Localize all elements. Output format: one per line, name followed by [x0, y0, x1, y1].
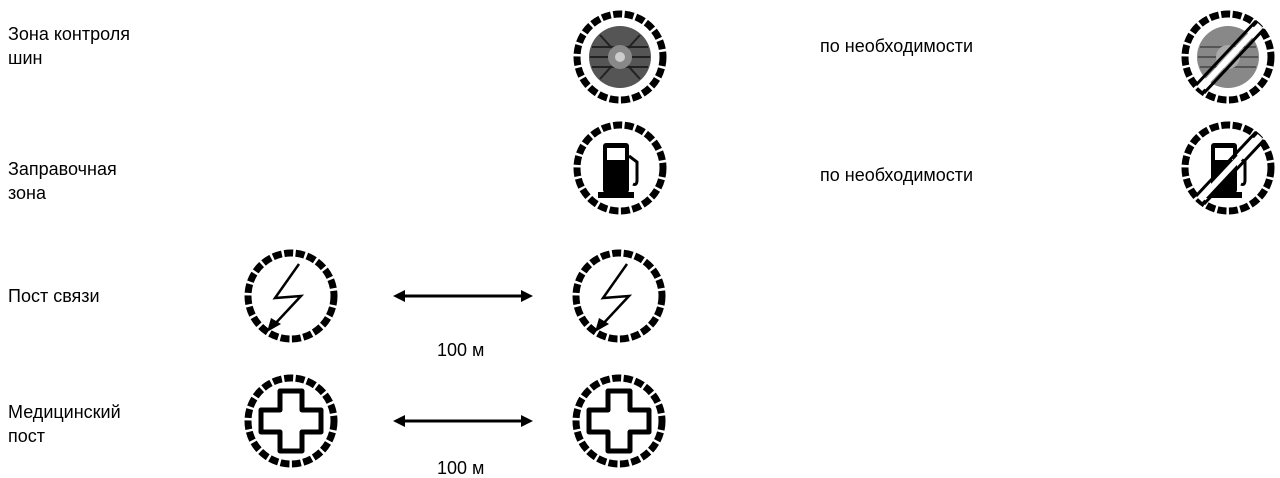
end-label-tyre-zone: по необходимости [820, 36, 974, 56]
end-label-refuel-zone: по необходимости [820, 165, 974, 185]
distance-label: 100 м [437, 458, 485, 478]
label-refuel-zone: Заправочная зона [8, 159, 117, 203]
medical-cross-icon [241, 371, 341, 471]
fuel-pump-end-icon [1178, 118, 1278, 218]
distance-arrow [393, 415, 533, 427]
medical-cross-icon [569, 371, 669, 471]
label-comm-post: Пост связи [8, 286, 100, 306]
fuel-pump-icon [570, 118, 670, 218]
tyre-icon [570, 7, 670, 107]
lightning-icon [241, 246, 341, 346]
label-medical-post: Медицинский пост [8, 402, 121, 446]
distance-label: 100 м [437, 340, 485, 360]
lightning-icon [569, 246, 669, 346]
distance-arrow [393, 290, 533, 302]
tyre-end-icon [1178, 7, 1278, 107]
label-tyre-zone: Зона контроля шин [8, 24, 130, 68]
